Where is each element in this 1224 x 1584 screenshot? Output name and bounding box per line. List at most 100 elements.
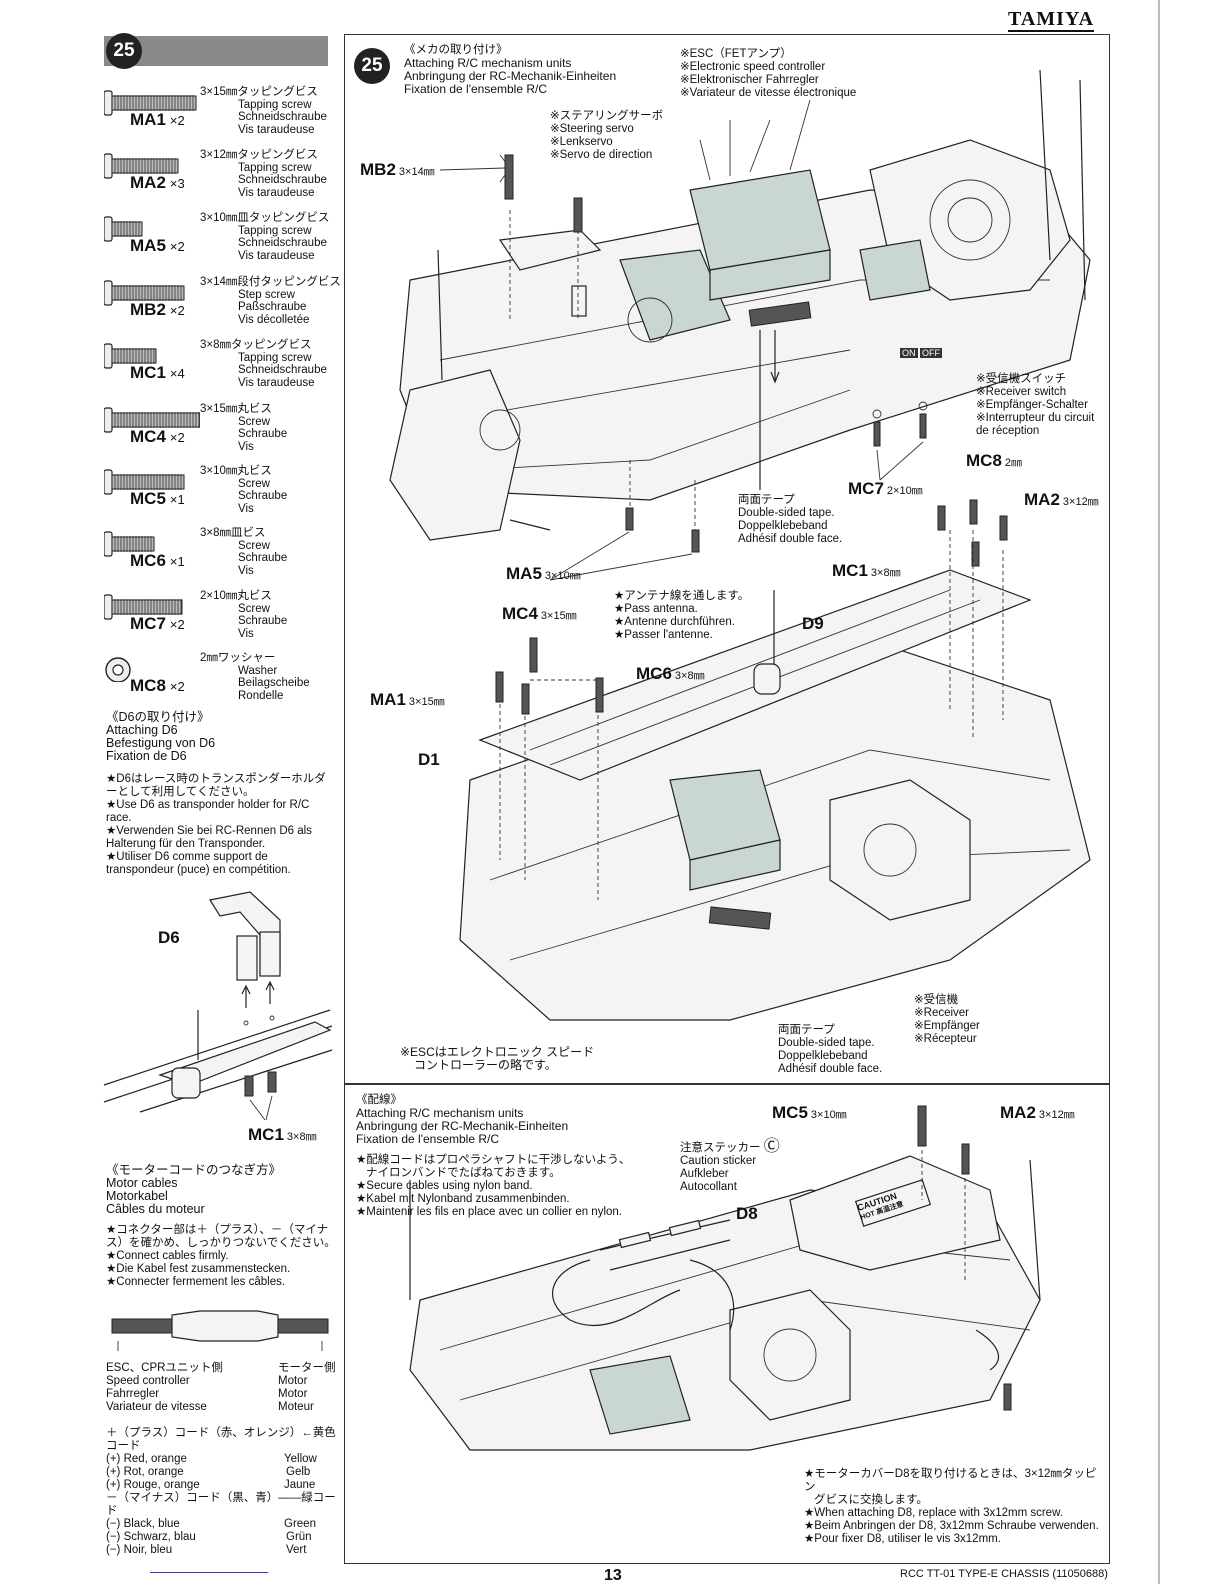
screw-icon — [104, 469, 185, 495]
part-qty: ×2 — [169, 679, 185, 694]
model-code: RCC TT-01 TYPE-E CHASSIS (11050688) — [900, 1568, 1108, 1580]
d6-note-de: ★Verwenden Sie bei RC-Rennen D6 als Halt… — [106, 825, 312, 850]
d9-antenna-post — [753, 663, 781, 695]
esc-note-2: コントローラーの略です。 — [414, 1058, 557, 1072]
label-d1: D1 — [418, 750, 440, 769]
label-mc8-code: MC8 — [966, 451, 1002, 470]
screw-icon — [104, 216, 143, 242]
part-fr: Vis taraudeuse — [238, 186, 315, 199]
main-title-fr: Fixation de l'ensemble R/C — [404, 82, 548, 96]
switch-jp: ※受信機スイッチ — [976, 373, 1067, 385]
cable-esc-side — [111, 1318, 173, 1334]
minus-de: (−) Schwarz, blau — [106, 1531, 196, 1543]
mc1-screw-a — [937, 505, 946, 531]
label-d9: D9 — [802, 614, 824, 633]
motor-note-de: ★Die Kabel fest zusammenstecken. — [106, 1263, 291, 1275]
tape-fr-upper: Adhésif double face. — [738, 533, 843, 545]
side-esc-en: Speed controller — [106, 1375, 190, 1387]
label-d8: D8 — [736, 1204, 758, 1223]
mc1-screw-b — [969, 499, 978, 525]
sticker-callout: 注意ステッカー Ⓒ Caution sticker Aufkleber Auto… — [680, 1139, 780, 1194]
main-step-badge: 25 — [354, 48, 390, 84]
part-size: 2×10㎜丸ビス — [200, 590, 272, 602]
esc-callout: ※ESC（FETアンプ） ※Electronic speed controlle… — [680, 48, 856, 100]
part-fr: Vis taraudeuse — [238, 249, 315, 262]
switch-de: ※Empfänger-Schalter — [976, 399, 1088, 411]
esc-en: ※Electronic speed controller — [680, 61, 826, 73]
part-en: Washer — [238, 664, 278, 677]
steering-servo — [619, 249, 731, 341]
part-code-text: MC8 — [130, 676, 166, 695]
ma5-screw-b — [691, 529, 700, 553]
receiver-en: ※Receiver — [914, 1007, 970, 1019]
rear-gear — [929, 179, 1011, 261]
screw-icon — [104, 343, 157, 369]
sticker-fr: Autocollant — [680, 1181, 737, 1193]
plus-fr-r: Jaune — [284, 1479, 316, 1491]
mc7-leader — [876, 441, 924, 481]
minus-fr-r: Vert — [286, 1544, 307, 1556]
wiring-motor-can — [729, 1289, 851, 1421]
part-size: 3×10㎜丸ビス — [200, 465, 272, 477]
part-qty: ×2 — [169, 617, 185, 632]
d6-section: 《D6の取り付け》 Attaching D6 Befestigung von D… — [106, 711, 336, 877]
mb2-guides — [509, 210, 579, 322]
part-code-text: MA1 — [130, 110, 166, 129]
switch-off: OFF — [920, 348, 943, 358]
part-de: Schneidschraube — [238, 237, 327, 249]
receiver-side — [689, 839, 781, 891]
servo-horn — [627, 297, 673, 343]
side-motor-en: Motor — [278, 1375, 308, 1387]
side-esc-fr: Variateur de vitesse — [106, 1401, 207, 1413]
label-mc7-size: 2×10㎜ — [886, 485, 923, 497]
wiring-title-en: Attaching R/C mechanism units — [356, 1106, 524, 1120]
mc1-screw-a — [244, 1075, 254, 1097]
part-qty: ×2 — [169, 113, 185, 128]
part-en: Screw — [238, 602, 270, 615]
part-code-text: MC7 — [130, 614, 166, 633]
wiring-esc — [589, 1355, 691, 1435]
servo-fr: ※Servo de direction — [550, 149, 653, 161]
mb2-screw-a — [504, 154, 514, 200]
screw-icon — [104, 594, 183, 620]
part-size: 3×8㎜皿ビス — [200, 527, 266, 539]
antenna-fr: ★Passer l'antenne. — [614, 629, 713, 641]
receiver-de: ※Empfänger — [914, 1020, 980, 1032]
part-fr: Vis taraudeuse — [238, 123, 315, 136]
part-qty: ×2 — [169, 239, 185, 254]
wiring-title-fr: Fixation de l'ensemble R/C — [356, 1132, 500, 1146]
screw-icon — [104, 531, 155, 557]
d8-jp1: ★モーターカバーD8を取り付けるときは、3×12㎜タッピン — [804, 1468, 1097, 1493]
servo-jp: ※ステアリングサーボ — [550, 110, 664, 122]
page-number: 13 — [604, 1567, 622, 1584]
cable-motor-side — [277, 1318, 329, 1334]
receiver-callout: ※受信機 ※Receiver ※Empfänger ※Récepteur — [914, 994, 980, 1046]
label-mc4-code: MC4 — [502, 604, 538, 623]
label-ma2-wiring-code: MA2 — [1000, 1103, 1036, 1122]
motor-note-jp2: ス）を確かめ、しっかりつないでください。 — [106, 1237, 336, 1249]
d6-note-fr: ★Utiliser D6 comme support de transponde… — [106, 851, 291, 876]
part-size: 3×15㎜タッピングビス — [200, 86, 318, 98]
caution-sticker — [854, 1179, 932, 1227]
part-en: Step screw — [238, 288, 295, 301]
main-title-en: Attaching R/C mechanism units — [404, 56, 572, 70]
label-ma2-code: MA2 — [1024, 490, 1060, 509]
mc8-washer-a — [872, 409, 882, 419]
front-suspension — [389, 369, 521, 541]
d6-note-jp1: ★D6はレース時のトランスポンダーホルダ — [106, 773, 326, 785]
label-mc1-code: MC1 — [832, 561, 868, 580]
screw-icon — [104, 153, 179, 179]
switch-callout: ※受信機スイッチ ※Receiver switch ※Empfänger-Sch… — [976, 373, 1094, 438]
d6-note-en: ★Use D6 as transponder holder for R/C ra… — [106, 799, 310, 824]
